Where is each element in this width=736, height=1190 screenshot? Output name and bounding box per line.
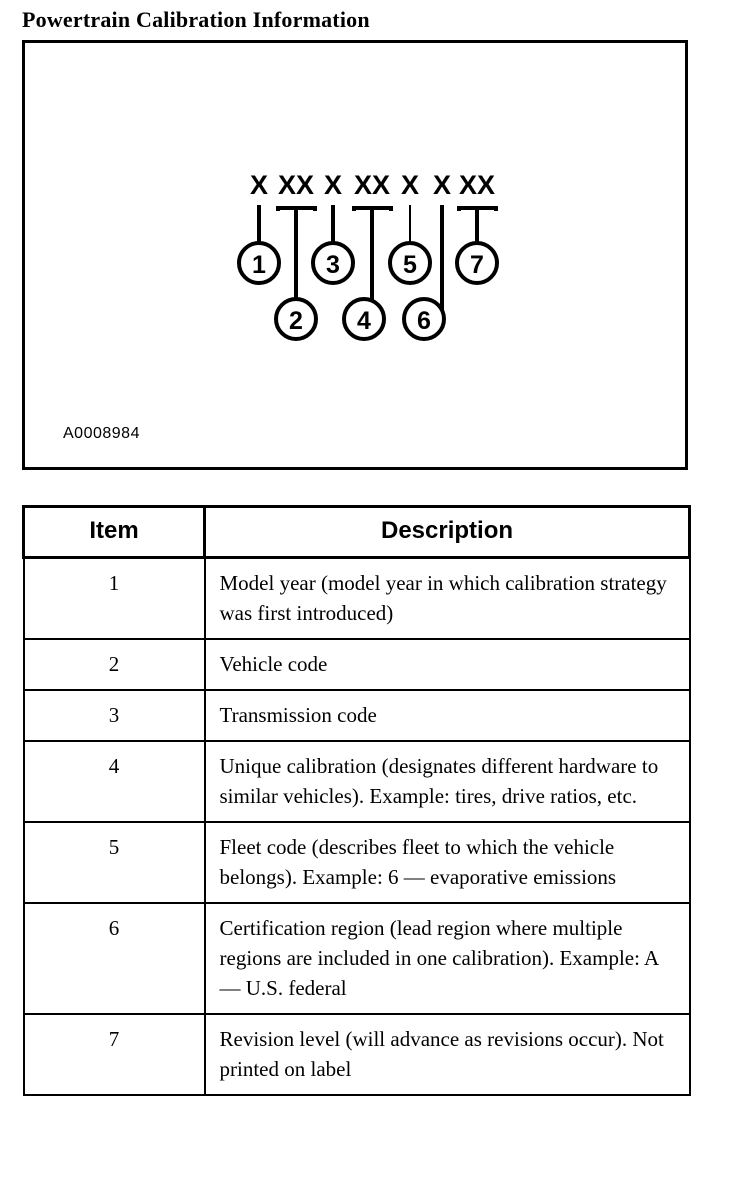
callout-3-label: 3: [326, 251, 340, 279]
callout-7-label: 7: [470, 251, 484, 279]
callout-5: 5: [388, 241, 432, 285]
callout-circles-top: 1 3 5 7: [237, 241, 499, 285]
callout-5-label: 5: [403, 251, 417, 279]
callout-2-label: 2: [289, 307, 303, 335]
row-item-number: 4: [22, 740, 206, 823]
row-item-number: 2: [22, 638, 206, 691]
row-item-description: Model year (model year in which calibrat…: [203, 556, 691, 640]
table-header-row: Item Description: [22, 505, 691, 559]
callout-circles-bottom: 2 4 6: [274, 297, 446, 341]
leader-lines: [257, 205, 498, 321]
table-row: 2 Vehicle code: [22, 638, 691, 691]
table-row: 3 Transmission code: [22, 689, 691, 742]
callout-2-circle: [274, 297, 318, 341]
row-item-description: Fleet code (describes fleet to which the…: [203, 821, 691, 904]
code-group-5-chars: X: [401, 170, 419, 200]
callout-6-label: 6: [417, 307, 431, 335]
callout-7: 7: [455, 241, 499, 285]
table-row: 1 Model year (model year in which calibr…: [22, 556, 691, 640]
callout-6-circle: [402, 297, 446, 341]
callout-5-circle: [388, 241, 432, 285]
code-group-4-chars: XX: [354, 170, 390, 200]
row-item-description: Vehicle code: [203, 638, 691, 691]
code-group-7-chars: XX: [459, 170, 495, 200]
callout-4-circle: [342, 297, 386, 341]
figure-reference-code: A0008984: [63, 425, 140, 442]
callout-1-circle: [237, 241, 281, 285]
code-group-3-chars: X: [324, 170, 342, 200]
table-row: 7 Revision level (will advance as revisi…: [22, 1013, 691, 1096]
table-row: 6 Certification region (lead region wher…: [22, 902, 691, 1015]
table-row: 5 Fleet code (describes fleet to which t…: [22, 821, 691, 904]
row-item-number: 3: [22, 689, 206, 742]
callout-6: 6: [402, 297, 446, 341]
row-item-description: Unique calibration (designates different…: [203, 740, 691, 823]
callout-1-label: 1: [252, 251, 266, 279]
page-title: Powertrain Calibration Information: [22, 7, 370, 32]
column-header-item: Item: [22, 505, 206, 559]
callout-3-circle: [311, 241, 355, 285]
calibration-code-diagram: X XX X XX X X XX: [237, 170, 499, 341]
row-item-description: Revision level (will advance as revision…: [203, 1013, 691, 1096]
row-item-number: 1: [22, 556, 206, 640]
row-item-number: 7: [22, 1013, 206, 1096]
row-item-description: Transmission code: [203, 689, 691, 742]
table-row: 4 Unique calibration (designates differe…: [22, 740, 691, 823]
callout-4-label: 4: [357, 307, 371, 335]
code-group-1-chars: X: [250, 170, 268, 200]
code-characters: X XX X XX X X XX: [250, 170, 495, 200]
row-item-number: 5: [22, 821, 206, 904]
row-item-number: 6: [22, 902, 206, 1015]
column-header-description: Description: [203, 505, 691, 559]
figure-frame: X XX X XX X X XX: [22, 40, 688, 470]
callout-1: 1: [237, 241, 281, 285]
callout-2: 2: [274, 297, 318, 341]
code-group-2-chars: XX: [278, 170, 314, 200]
callout-3: 3: [311, 241, 355, 285]
callout-4: 4: [342, 297, 386, 341]
row-item-description: Certification region (lead region where …: [203, 902, 691, 1015]
code-group-6-chars: X: [433, 170, 451, 200]
calibration-item-table: Item Description 1 Model year (model yea…: [22, 505, 691, 1096]
callout-7-circle: [455, 241, 499, 285]
